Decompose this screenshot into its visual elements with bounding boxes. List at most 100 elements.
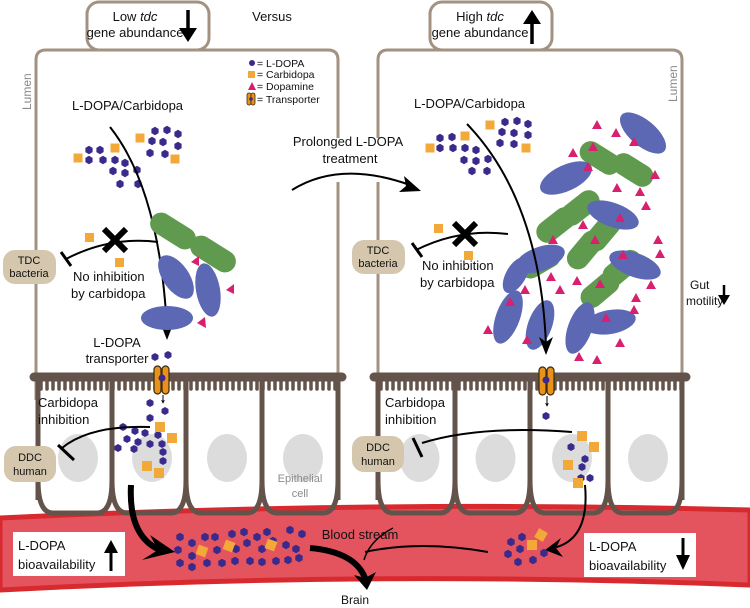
ldopa-molecule: [240, 527, 248, 537]
dopamine-molecule: [635, 187, 645, 196]
cell-base: [605, 479, 685, 516]
ldopa-molecule: [85, 155, 93, 165]
ldopa-molecule: [298, 529, 306, 539]
left-transporter-line2: transporter: [86, 351, 150, 366]
dopamine-molecule: [650, 170, 660, 179]
ldopa-molecule: [146, 414, 154, 422]
dopamine-molecule: [615, 213, 625, 222]
carbidopa-molecule: [167, 433, 177, 443]
dopamine-molecule: [615, 338, 625, 347]
to-brain-arrow: [309, 545, 368, 580]
epithelial-cell-line1: Epithelial: [278, 473, 323, 485]
cell-base: [109, 479, 189, 516]
ldopa-molecule: [99, 155, 107, 165]
carbidopa-molecule: [142, 461, 152, 471]
dopamine-molecule: [611, 128, 621, 137]
left-lumen-label: Lumen: [20, 73, 34, 110]
ldopa-molecule: [109, 166, 117, 176]
ldopa-molecule: [213, 545, 221, 555]
ldopa-molecule: [232, 544, 240, 554]
up-arrow-icon: [104, 540, 118, 571]
nucleus: [628, 434, 668, 482]
ldopa-molecule: [272, 556, 280, 566]
ldopa-molecule: [159, 457, 167, 465]
dopamine-molecule: [595, 279, 605, 288]
dopamine-molecule: [592, 355, 602, 364]
header-left-line1: Low tdc: [113, 9, 158, 24]
ldopa-molecule: [586, 474, 594, 482]
down-arrow-icon: [718, 285, 730, 305]
left-bioavailability-line2: bioavailability: [18, 557, 96, 572]
dopamine-molecule: [629, 305, 639, 314]
transition-line2: treatment: [323, 151, 378, 166]
blocked-x-icon: [451, 220, 479, 248]
ldopa-molecule: [174, 141, 182, 151]
cell-base: [527, 479, 611, 516]
right-bioavailability-line1: L-DOPA: [589, 539, 637, 554]
legend-carbidopa-label: = Carbidopa: [257, 69, 315, 81]
ldopa-molecule: [176, 532, 184, 542]
ldopa-molecule: [121, 168, 129, 178]
legend-dopamine-icon: [248, 82, 256, 90]
ldopa-molecule: [542, 412, 550, 420]
dopamine-molecule: [653, 235, 663, 244]
nucleus: [207, 434, 247, 482]
right-carbidopa-inhibition-line2: inhibition: [385, 412, 436, 427]
carbidopa-molecule: [73, 153, 83, 163]
legend: = L-DOPA = Carbidopa = Dopamine = Transp…: [246, 58, 320, 106]
left-transporter-icon: [153, 365, 170, 395]
blocked-x-icon: [101, 226, 129, 254]
epithelial-cell-line2: cell: [292, 488, 309, 500]
bacteria-blue: [502, 256, 530, 294]
ldopa-molecule: [174, 545, 182, 555]
dopamine-molecule: [546, 272, 556, 281]
legend-ldopa-icon: [249, 60, 255, 66]
left-carbidopa-inhibition-line1: Carbidopa: [38, 395, 99, 410]
right-tdc-line1: TDC: [367, 245, 390, 257]
dopamine-molecule: [574, 352, 584, 361]
blood-stream-label: Blood stream: [322, 527, 399, 542]
legend-transporter-label: = Transporter: [257, 94, 320, 106]
dopamine-molecule: [588, 142, 598, 151]
carbidopa-molecule: [534, 528, 548, 542]
ldopa-molecule: [524, 130, 532, 140]
ldopa-molecule: [540, 548, 548, 558]
dopamine-molecule: [520, 285, 530, 294]
bacteria-blue: [565, 302, 595, 354]
right-no-inhibition-line2: by carbidopa: [420, 275, 495, 290]
carbidopa-molecule: [110, 143, 120, 153]
cell-molecules: [114, 351, 599, 488]
dopamine-molecule: [583, 162, 593, 171]
dopamine-molecule: [578, 220, 588, 229]
ldopa-molecule: [151, 126, 159, 136]
ldopa-molecule: [529, 555, 537, 565]
carbidopa-molecule: [155, 422, 165, 432]
left-transporter-line1: L-DOPA: [93, 335, 141, 350]
left-lumen-border: [34, 48, 340, 400]
dopamine-molecule: [590, 235, 600, 244]
blood-vessel: [0, 503, 750, 593]
transition-line1: Prolonged L-DOPA: [293, 134, 404, 149]
ldopa-molecule: [131, 427, 139, 435]
ldopa-molecule: [253, 532, 261, 542]
carbidopa-molecule: [460, 131, 470, 141]
ldopa-molecule: [231, 556, 239, 566]
ldopa-molecule: [436, 133, 444, 143]
ldopa-molecule: [96, 145, 104, 155]
carbidopa-molecule: [154, 468, 164, 478]
ldopa-molecule: [514, 557, 522, 567]
header-right-line2: gene abundance: [432, 25, 529, 40]
dopamine-molecule: [548, 235, 558, 244]
ldopa-molecule: [263, 527, 271, 537]
ldopa-molecule: [581, 455, 589, 463]
ldopa-molecule: [85, 145, 93, 155]
left-drug-label: L-DOPA/Carbidopa: [72, 98, 184, 113]
ldopa-molecule: [148, 136, 156, 146]
dopamine-molecule: [612, 183, 622, 192]
header-right-box: High tdc gene abundance: [428, 0, 554, 52]
ldopa-molecule: [163, 125, 171, 135]
dopamine-molecule: [631, 293, 641, 302]
dopamine-molecule: [572, 276, 582, 285]
ldopa-molecule: [436, 143, 444, 153]
ldopa-molecule: [295, 553, 303, 563]
